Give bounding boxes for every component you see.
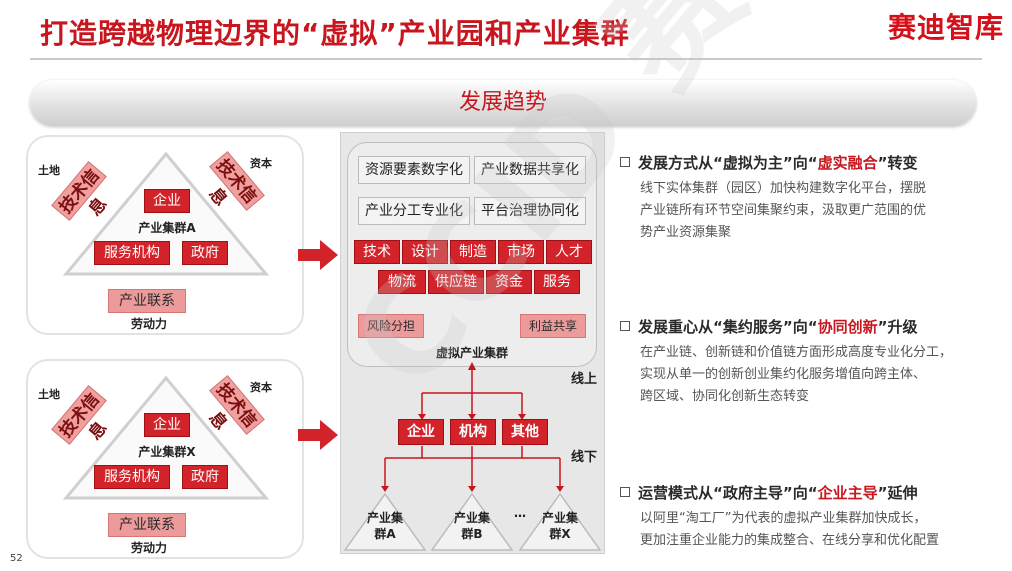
section-banner: 发展趋势 — [30, 80, 976, 126]
labor-label: 劳动力 — [130, 541, 167, 555]
industry-link-box: 产业联系 — [108, 513, 186, 537]
pyramid-cluster-b: 产业集群B — [453, 511, 490, 541]
page-number: 52 — [10, 553, 23, 564]
resource-tag: 物流 — [378, 270, 426, 294]
checkbox-square-icon — [620, 487, 630, 497]
ellipsis: … — [514, 506, 526, 520]
cluster-name: 产业集群X — [138, 445, 196, 459]
virtual-cluster-caption: 虚拟产业集群 — [435, 346, 508, 360]
capital-label: 资本 — [250, 381, 272, 394]
land-label: 土地 — [38, 164, 60, 177]
resource-tag: 技术 — [354, 240, 400, 264]
government-box: 政府 — [182, 241, 228, 265]
land-label: 土地 — [38, 388, 60, 401]
page-title: 打造跨越物理边界的“虚拟”产业园和产业集群 — [40, 17, 630, 50]
brand-logo: 赛迪智库 — [887, 11, 1004, 44]
trend-heading-3: 运营模式从“政府主导”向“企业主导”延伸 — [620, 482, 917, 503]
government-box: 政府 — [182, 465, 228, 489]
trend-heading-1: 发展方式从“虚拟为主”向“虚实融合”转变 — [620, 152, 917, 173]
right-arrow-icon — [298, 240, 338, 270]
resource-tag: 市场 — [498, 240, 544, 264]
resource-tag: 人才 — [546, 240, 592, 264]
offline-other-box: 其他 — [502, 419, 548, 445]
industry-link-box: 产业联系 — [108, 289, 186, 313]
online-label: 线上 — [570, 372, 597, 387]
top-box: 产业数据共享化 — [474, 156, 586, 184]
pyramid-cluster-a: 产业集群A — [366, 511, 403, 541]
resource-tag: 供应链 — [428, 270, 484, 294]
risk-sharing-box: 风险分担 — [358, 314, 424, 338]
resource-tag: 制造 — [450, 240, 496, 264]
header-divider — [30, 58, 982, 60]
cluster-pyramids — [343, 492, 602, 551]
benefit-sharing-box: 利益共享 — [520, 314, 586, 338]
top-box: 资源要素数字化 — [358, 156, 470, 184]
trend-heading-2: 发展重心从“集约服务”向“协同创新”升级 — [620, 316, 917, 337]
offline-label: 线下 — [570, 450, 597, 465]
resource-tag: 资金 — [486, 270, 532, 294]
checkbox-square-icon — [620, 157, 630, 167]
service-box: 服务机构 — [94, 465, 170, 489]
top-box: 平台治理协同化 — [474, 197, 586, 225]
trend-description-2: 在产业链、创新链和价值链方面形成高度专业化分工， 实现从单一的创新创业集约化服务… — [640, 345, 953, 404]
enterprise-box: 企业 — [144, 413, 190, 437]
right-arrow-icon — [298, 420, 338, 450]
enterprise-box: 企业 — [144, 189, 190, 213]
pyramid-cluster-x: 产业集群X — [541, 511, 578, 541]
trend-description-3: 以阿里“淘工厂”为代表的虚拟产业集群加快成长， 更加注重企业能力的集成整合、在线… — [640, 511, 940, 548]
connector-lines — [381, 362, 564, 492]
checkbox-square-icon — [620, 321, 630, 331]
cluster-diagram-x: 土地 资本 技术信息 技术信息 企业 产业集群X 服务机构 政府 产业联系 劳动… — [26, 359, 304, 559]
top-box: 产业分工专业化 — [358, 197, 470, 225]
resource-tag: 设计 — [402, 240, 448, 264]
cluster-diagram-a: 土地 资本 技术信息 技术信息 企业 产业集群A 服务机构 政府 产业联系 劳动… — [26, 135, 304, 335]
trend-description-1: 线下实体集群（园区）加快构建数字化平台，摆脱 产业链所有环节空间集聚约束，汲取更… — [640, 181, 927, 240]
capital-label: 资本 — [250, 157, 272, 170]
resource-tag: 服务 — [534, 270, 580, 294]
cluster-name: 产业集群A — [138, 221, 196, 235]
labor-label: 劳动力 — [130, 317, 167, 331]
offline-enterprise-box: 企业 — [398, 419, 444, 445]
service-box: 服务机构 — [94, 241, 170, 265]
offline-institution-box: 机构 — [450, 419, 496, 445]
